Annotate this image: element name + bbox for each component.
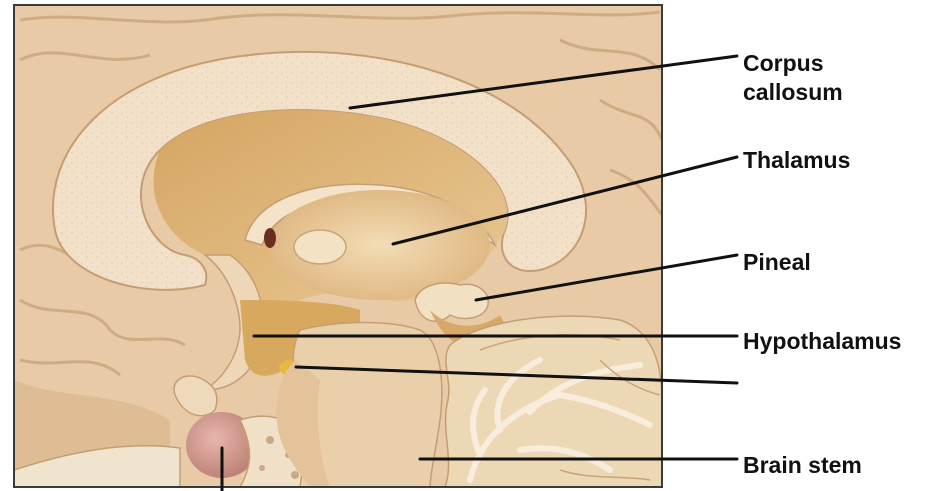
label-hypothalamus: Hypothalamus [743,327,901,356]
interthalamic-adhesion [294,230,346,264]
label-thalamus: Thalamus [743,146,850,175]
label-corpus-callosum: Corpus callosum [743,49,843,107]
label-pineal: Pineal [743,248,811,277]
pineal-shape [415,283,488,321]
anatomy-artwork [14,5,662,487]
foramen-dark [264,228,276,248]
label-brain-stem: Brain stem [743,451,862,480]
